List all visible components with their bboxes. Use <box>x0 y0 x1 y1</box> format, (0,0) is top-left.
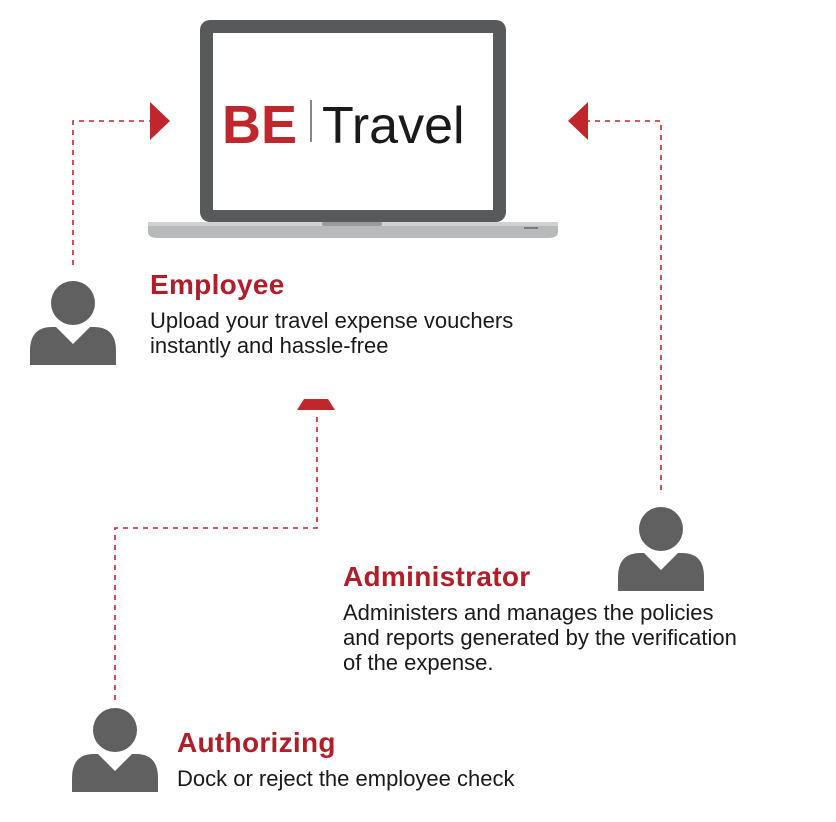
role-administrator: Administrator Administers and manages th… <box>343 560 737 675</box>
role-description-line: Administers and manages the policies <box>343 600 714 625</box>
role-description-line: Upload your travel expense vouchers <box>150 308 514 333</box>
logo-brand: BE <box>222 95 297 155</box>
role-title-administrator: Administrator <box>343 561 531 592</box>
role-description-line: Dock or reject the employee check <box>177 766 515 791</box>
arrow-right-icon <box>150 102 170 140</box>
laptop-icon: BE Travel <box>148 20 558 238</box>
connector-employee-to-laptop <box>72 120 150 265</box>
role-description-administrator: Administers and manages the policies and… <box>343 600 737 675</box>
role-title-authorizing: Authorizing <box>177 727 336 758</box>
arrow-left-icon <box>568 102 588 140</box>
person-icon <box>618 507 704 591</box>
connector-admin-to-laptop <box>588 120 662 490</box>
arrow-up-icon <box>297 399 335 410</box>
role-authorizing: Authorizing Dock or reject the employee … <box>177 726 515 791</box>
role-description-line: and reports generated by the verificatio… <box>343 625 737 650</box>
role-employee: Employee Upload your travel expense vouc… <box>150 268 513 358</box>
logo-divider <box>310 100 312 142</box>
logo: BE Travel <box>222 95 465 155</box>
role-description-authorizing: Dock or reject the employee check <box>177 766 515 791</box>
role-title-employee: Employee <box>150 269 285 300</box>
logo-product: Travel <box>322 97 465 155</box>
role-description-line: of the expense. <box>343 650 494 675</box>
person-icon <box>30 281 116 365</box>
role-description-employee: Upload your travel expense vouchers inst… <box>150 308 513 358</box>
person-icon <box>72 708 158 792</box>
role-description-line: instantly and hassle-free <box>150 333 389 358</box>
connector-authorizing-to-employee <box>114 412 318 700</box>
